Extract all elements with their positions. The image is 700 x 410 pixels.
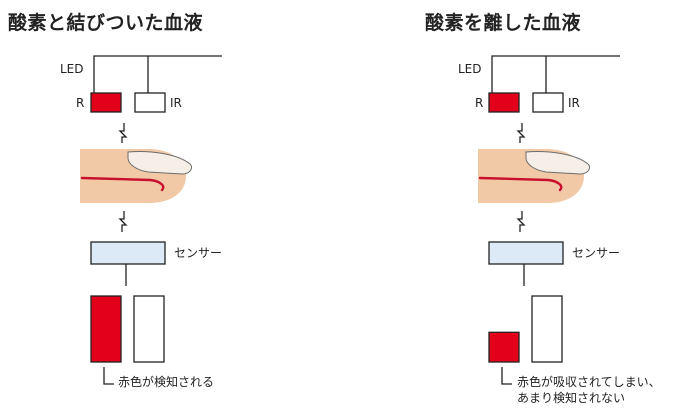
- left-light-path-top: [118, 123, 128, 143]
- right-fingernail: [525, 151, 591, 175]
- right-sensor: [488, 241, 564, 265]
- right-panel-graphics: [478, 55, 620, 385]
- left-result-callout-line: [103, 367, 114, 385]
- left-red-detected-bar: [90, 295, 122, 363]
- left-result-text: 赤色が検知される: [118, 375, 215, 389]
- left-led-label: LED: [60, 62, 84, 76]
- right-led-label: LED: [458, 62, 482, 76]
- left-sensor-label: センサー: [174, 246, 223, 260]
- right-red-label: R: [475, 96, 484, 110]
- left-light-path-bottom: [118, 211, 128, 232]
- right-result-text-line1: 赤色が吸収されてしまい、: [517, 375, 661, 389]
- right-red-led: [488, 92, 520, 113]
- right-ir-label: IR: [568, 96, 580, 110]
- right-panel-title: 酸素を離した血液: [425, 12, 582, 34]
- left-ir-detected-bar: [133, 295, 165, 363]
- right-ir-detected-bar: [531, 295, 563, 363]
- right-result-text-line2: あまり検知されない: [517, 391, 626, 405]
- right-light-path-bottom: [516, 211, 526, 232]
- left-red-label: R: [76, 96, 85, 110]
- left-led-wire-main: [93, 55, 222, 93]
- left-sensor: [90, 241, 166, 265]
- left-red-led: [90, 92, 122, 113]
- left-ir-led: [134, 92, 166, 113]
- left-fingernail: [127, 151, 193, 175]
- left-ir-label: IR: [170, 96, 182, 110]
- right-result-callout-line: [501, 367, 512, 385]
- left-panel-graphics: [80, 55, 222, 385]
- right-light-path-top: [516, 123, 526, 143]
- left-blood-vessel: [80, 176, 165, 192]
- right-ir-led: [532, 92, 564, 113]
- right-sensor-label: センサー: [572, 246, 621, 260]
- right-blood-vessel: [478, 176, 563, 192]
- left-panel-title: 酸素と結びついた血液: [8, 12, 204, 34]
- right-led-wire-main: [491, 55, 620, 93]
- right-red-detected-bar: [488, 331, 520, 363]
